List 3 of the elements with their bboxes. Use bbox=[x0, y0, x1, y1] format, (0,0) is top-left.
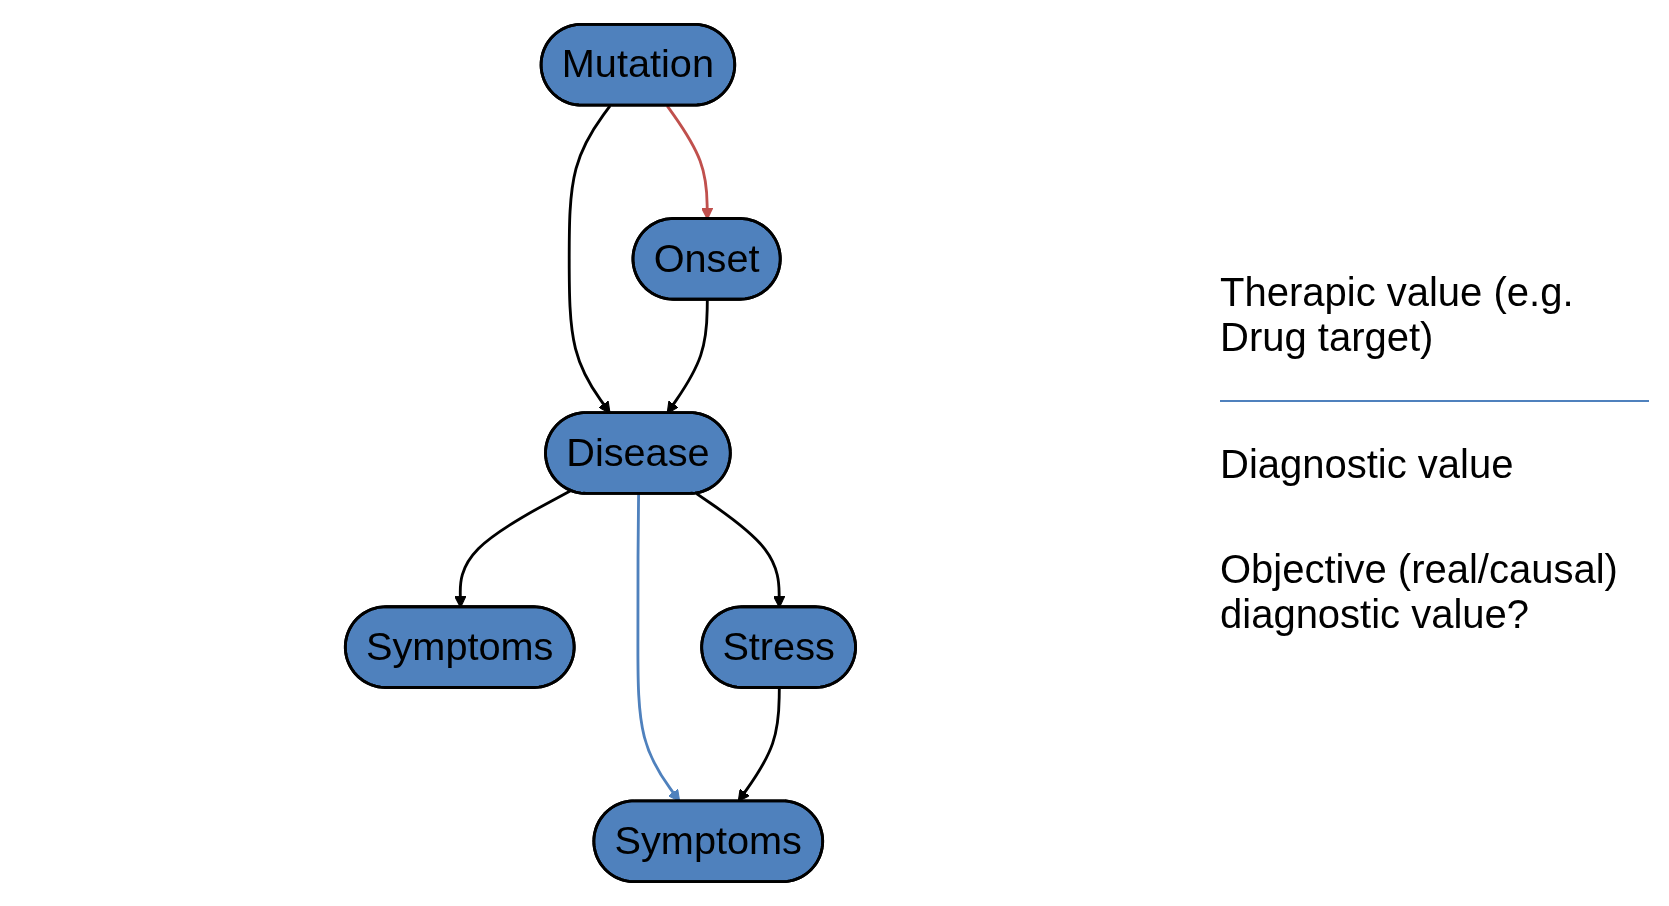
note-text: Objective (real/causal) diagnostic value? bbox=[1220, 546, 1619, 637]
note-text: Therapic value (e.g. Drug target) bbox=[1220, 269, 1575, 360]
note-text: Diagnostic value bbox=[1220, 441, 1515, 487]
